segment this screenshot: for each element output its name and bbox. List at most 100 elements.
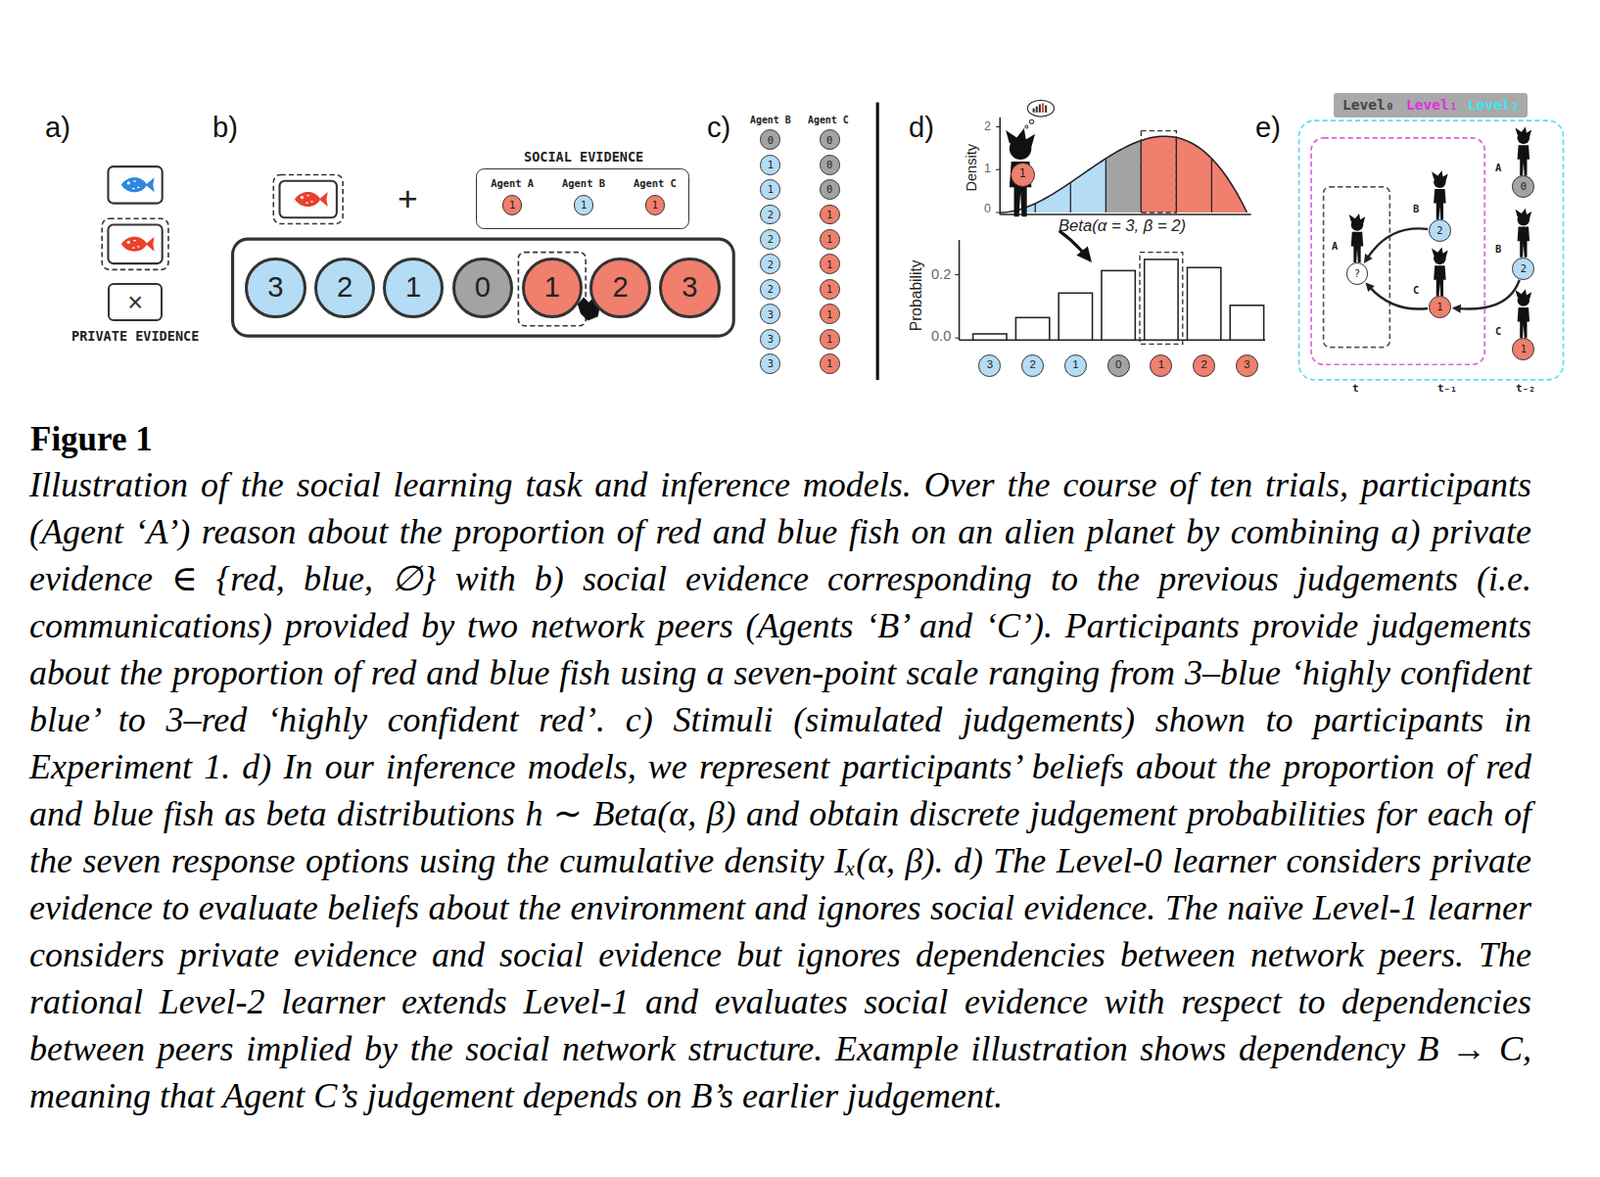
judgement-value: 1 [405,273,422,302]
scale-option: 1 [382,257,445,320]
response-option: 1 [1064,354,1087,377]
judgement-value: ? [1354,268,1361,279]
figure-title: Figure 1 [30,422,153,457]
judgement-value: 1 [1520,343,1527,354]
judgement-value: 2 [1520,263,1527,274]
judgement-value: 1 [1072,359,1079,371]
figure-label: + [397,182,419,217]
figure-label: A [1331,240,1338,251]
evidence-box: × [107,282,162,323]
judgement-value: 0 [826,135,833,145]
stimulus-judgement: 1 [819,303,841,325]
judgement-value: 0 [1520,181,1527,191]
judgement-value: 2 [1029,359,1036,371]
stimulus-judgement: 1 [819,253,841,275]
agent-evidence: Agent B 1 [548,178,620,216]
judgement-value: 1 [826,234,833,244]
stimulus-judgement: 3 [759,329,781,350]
stimulus-judgement: 2 [759,279,781,300]
figure-label: PRIVATE EVIDENCE [71,329,199,344]
figure-label: 2 [984,120,991,134]
judgement-value: 2 [1436,225,1443,236]
judgement-value: 2 [336,273,353,302]
figure-label: c) [706,113,731,142]
response-option: 3 [978,354,1001,377]
figure-label: a) [45,113,71,142]
agent-judgement-value: 1 [652,199,659,210]
judgement-value: 1 [826,333,833,344]
figure-label: Level₂ [1467,97,1520,113]
probability-bars [954,239,1266,344]
dependency-arrow [1364,282,1428,309]
judgement-value: 0 [826,184,833,194]
response-option: 1 [1149,354,1173,377]
agent-circle: 1 [502,194,523,216]
density-plot [995,99,1252,263]
response-option: 2 [1192,354,1216,377]
figure-label: t₋₁ [1437,383,1458,395]
response-option: 3 [1235,354,1259,377]
judgement-value: 3 [767,333,774,344]
figure-label: C [1412,284,1419,295]
judgement-value: 2 [1200,359,1207,371]
judgement-value: 1 [826,209,833,220]
scale-option: 1 [521,257,584,320]
judgement-value: 1 [1019,168,1027,180]
agent-judgement: 2 [1428,219,1452,242]
figure-label: t₋₂ [1515,383,1536,395]
judgement-value: 2 [767,283,774,294]
agent-judgement: ? [1346,262,1369,285]
scale-option: 2 [589,257,652,320]
agent-evidence: Agent C1 [619,178,692,216]
judgement-value: 1 [1436,301,1443,312]
judgement-value: 3 [267,273,283,302]
stimulus-judgement: 1 [759,179,781,200]
scale-option: 3 [658,257,721,320]
stimulus-judgement: 2 [759,229,781,250]
judgement-value: 3 [767,309,774,320]
figure-label: Level₀ [1342,97,1395,113]
figure-label: e) [1255,113,1281,142]
divider [876,101,880,379]
figure-label: 0 [984,202,991,216]
judgement-value: 3 [681,273,698,302]
panel-heading: SOCIAL EVIDENCE [523,150,644,165]
stimulus-judgement: 1 [819,279,841,300]
figure-label: B [1495,243,1502,254]
judgement-value: 0 [474,273,491,302]
judgement-value: 1 [826,309,833,320]
stimulus-judgement: 1 [819,204,841,226]
figure-caption: Illustration of the social learning task… [29,461,1532,1120]
agent-evidence: Agent A1 [476,178,549,216]
judgement-value: 2 [611,273,628,302]
agent-circle: 1 [645,194,666,216]
stimulus-judgement: 0 [819,154,841,176]
response-option: 2 [1021,354,1044,377]
judgement-value: 1 [826,283,833,294]
figure-label: 1 [984,162,991,176]
judgement-value: 3 [767,358,774,369]
stimulus-judgement: 1 [759,154,781,176]
response-option: 0 [1107,354,1130,377]
figure-label: Probability [908,259,925,331]
figure-label: Beta(α = 3, β = 2) [1058,218,1186,236]
dependency-arrow [1452,280,1520,314]
stimulus-judgement: 3 [759,303,781,325]
scale-option: 3 [244,257,307,320]
agent-judgement: 1 [1428,295,1452,319]
judgement-value: 1 [826,358,833,369]
judgement-value: 1 [544,273,561,302]
agent-name: Agent B [562,178,606,189]
figure-label: Density [964,143,980,192]
stimulus-judgement: 0 [819,129,841,150]
agent-judgement-value: 1 [580,199,587,210]
figure-label: b) [212,113,238,142]
judgement-value: 3 [1243,359,1250,371]
judgement-value: 1 [767,159,774,170]
agent-judgement: 2 [1511,257,1535,281]
level-boxes [1299,93,1564,380]
stimulus-judgement: 2 [759,253,781,275]
private-evidence-icons [101,166,169,270]
figure-label: Agent C [807,115,849,126]
